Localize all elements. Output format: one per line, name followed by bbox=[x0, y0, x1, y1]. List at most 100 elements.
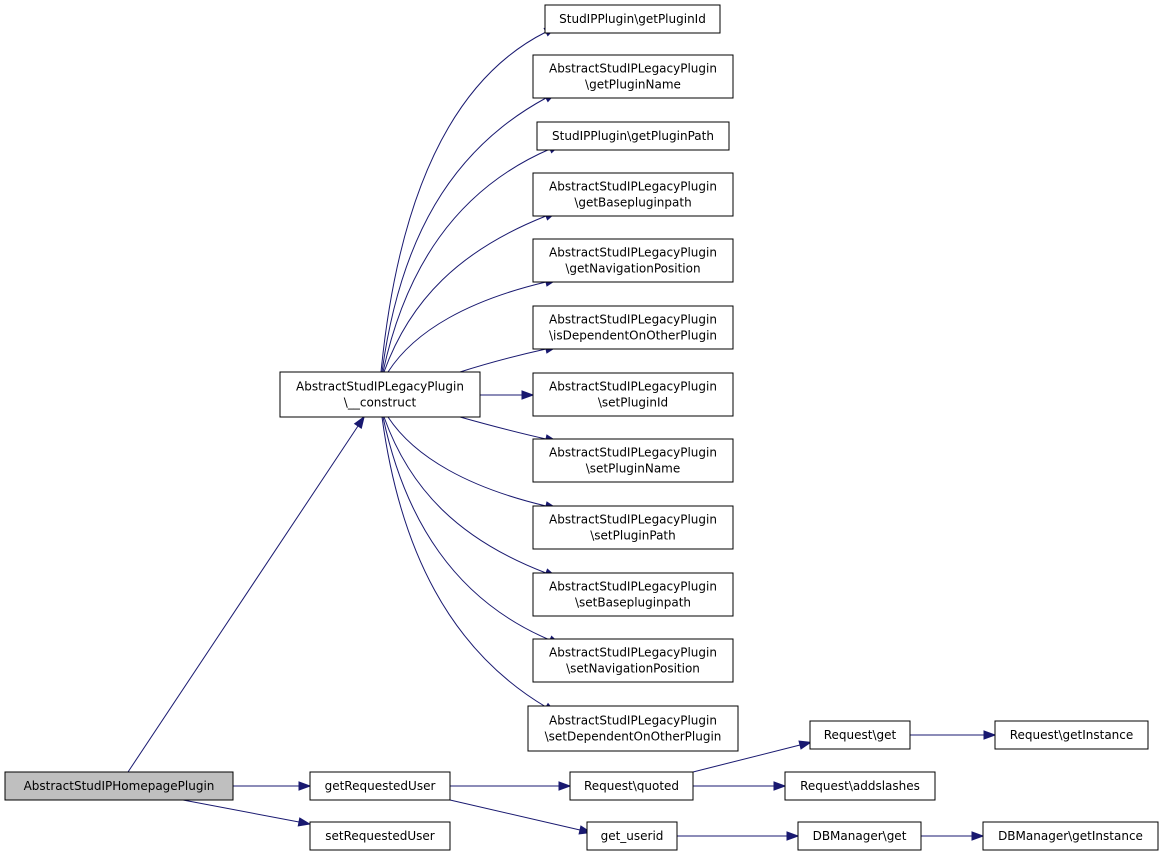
node-label: getRequestedUser bbox=[325, 779, 436, 793]
node-getPluginName[interactable]: AbstractStudIPLegacyPlugin \getPluginName bbox=[532, 54, 734, 99]
node-box[interactable] bbox=[532, 172, 734, 217]
edge-construct-to-setPluginPath bbox=[387, 416, 559, 511]
node-box[interactable] bbox=[309, 821, 451, 851]
node-dbManagerGet[interactable]: DBManager\get bbox=[797, 821, 922, 851]
node-isDependentOnOtherPlugin[interactable]: AbstractStudIPLegacyPlugin\isDependentOn… bbox=[532, 305, 734, 350]
node-box[interactable] bbox=[532, 572, 734, 617]
node-setPluginPath[interactable]: AbstractStudIPLegacyPlugin \setPluginPath bbox=[532, 505, 734, 550]
node-label: AbstractStudIPLegacyPlugin bbox=[549, 180, 717, 194]
edge-root-to-getRequestedUser bbox=[233, 781, 312, 791]
node-box[interactable] bbox=[532, 305, 734, 350]
node-box[interactable] bbox=[544, 4, 721, 34]
node-requestGet[interactable]: Request\get bbox=[809, 720, 911, 750]
node-label: \setBasepluginpath bbox=[575, 596, 691, 610]
node-setPluginId[interactable]: AbstractStudIPLegacyPlugin \setPluginId bbox=[532, 372, 734, 417]
node-label: \getNavigationPosition bbox=[565, 262, 700, 276]
node-getRequestedUser[interactable]: getRequestedUser bbox=[309, 771, 451, 801]
node-label: AbstractStudIPLegacyPlugin bbox=[549, 246, 717, 260]
node-box[interactable] bbox=[532, 238, 734, 283]
node-box[interactable] bbox=[527, 705, 739, 752]
node-box[interactable] bbox=[532, 54, 734, 99]
node-box[interactable] bbox=[797, 821, 922, 851]
node-label: \__construct bbox=[344, 396, 417, 410]
node-box[interactable] bbox=[532, 638, 734, 683]
edge-line bbox=[383, 416, 547, 574]
node-label: get_userid bbox=[601, 829, 664, 843]
node-box[interactable] bbox=[279, 371, 481, 418]
node-label: AbstractStudIPLegacyPlugin bbox=[549, 580, 717, 594]
node-label: Request\addslashes bbox=[800, 779, 920, 793]
node-box[interactable] bbox=[994, 720, 1149, 750]
node-label: DBManager\getInstance bbox=[998, 829, 1143, 843]
edge-arrowhead bbox=[297, 817, 312, 827]
edge-line bbox=[380, 31, 547, 373]
node-dbManagerGetInstance[interactable]: DBManager\getInstance bbox=[982, 821, 1159, 851]
node-requestQuoted[interactable]: Request\quoted bbox=[569, 771, 694, 801]
node-box[interactable] bbox=[4, 771, 234, 801]
node-label: \setPluginName bbox=[586, 462, 681, 476]
edge-line bbox=[692, 744, 801, 773]
node-requestAddslashes[interactable]: Request\addslashes bbox=[784, 771, 936, 801]
edge-line bbox=[382, 416, 551, 641]
node-box[interactable] bbox=[532, 505, 734, 550]
node-label: AbstractStudIPLegacyPlugin bbox=[549, 646, 717, 660]
node-label: Request\quoted bbox=[584, 779, 679, 793]
node-label: \setPluginId bbox=[598, 396, 668, 410]
node-box[interactable] bbox=[532, 372, 734, 417]
node-label: Request\getInstance bbox=[1010, 728, 1134, 742]
edge-arrowhead bbox=[298, 781, 312, 791]
node-label: AbstractStudIPLegacyPlugin bbox=[549, 513, 717, 527]
node-label: Request\get bbox=[824, 728, 897, 742]
node-box[interactable] bbox=[784, 771, 936, 801]
node-construct[interactable]: AbstractStudIPLegacyPlugin\__construct bbox=[279, 371, 481, 418]
node-setNavigationPosition[interactable]: AbstractStudIPLegacyPlugin\setNavigation… bbox=[532, 638, 734, 683]
node-getBasepluginpath[interactable]: AbstractStudIPLegacyPlugin \getBaseplugin… bbox=[532, 172, 734, 217]
node-setBasepluginpath[interactable]: AbstractStudIPLegacyPlugin \setBaseplugin… bbox=[532, 572, 734, 617]
node-label: setRequestedUser bbox=[325, 829, 435, 843]
edge-arrowhead bbox=[798, 740, 813, 750]
edge-line bbox=[381, 97, 547, 373]
node-label: DBManager\get bbox=[813, 829, 907, 843]
node-box[interactable] bbox=[809, 720, 911, 750]
node-label: AbstractStudIPLegacyPlugin bbox=[549, 62, 717, 76]
node-label: \setDependentOnOtherPlugin bbox=[545, 730, 722, 744]
edge-arrowhead bbox=[773, 781, 787, 791]
edge-arrowhead bbox=[521, 390, 535, 400]
node-label: \setPluginPath bbox=[590, 529, 675, 543]
node-getPluginId[interactable]: StudIPPlugin\getPluginId bbox=[544, 4, 721, 34]
node-getPluginPath[interactable]: StudIPPlugin\getPluginPath bbox=[536, 121, 730, 151]
edge-line bbox=[459, 416, 547, 440]
node-getNavigationPosition[interactable]: AbstractStudIPLegacyPlugin \getNavigation… bbox=[532, 238, 734, 283]
node-setPluginName[interactable]: AbstractStudIPLegacyPlugin \setPluginName bbox=[532, 438, 734, 483]
edge-requestGet-to-requestGetInstance bbox=[910, 730, 997, 740]
edge-construct-to-setDependentOnOtherPlugin bbox=[381, 416, 557, 714]
edge-line bbox=[387, 416, 547, 507]
node-box[interactable] bbox=[309, 771, 451, 801]
edge-line bbox=[387, 281, 547, 373]
edge-getUserid-to-dbManagerGet bbox=[677, 831, 800, 841]
node-box[interactable] bbox=[532, 438, 734, 483]
node-box[interactable] bbox=[586, 821, 678, 851]
edge-root-to-setRequestedUser bbox=[182, 799, 312, 827]
node-label: AbstractStudIPLegacyPlugin bbox=[549, 380, 717, 394]
node-box[interactable] bbox=[569, 771, 694, 801]
node-setRequestedUser[interactable]: setRequestedUser bbox=[309, 821, 451, 851]
node-box[interactable] bbox=[536, 121, 730, 151]
edge-arrowhead bbox=[786, 831, 800, 841]
node-label: \isDependentOnOtherPlugin bbox=[549, 329, 717, 343]
node-label: \getBasepluginpath bbox=[574, 196, 691, 210]
edge-getRequestedUser-to-requestQuoted bbox=[450, 781, 572, 791]
node-requestGetInstance[interactable]: Request\getInstance bbox=[994, 720, 1149, 750]
nodes-layer: AbstractStudIPHomepagePlugin AbstractStud… bbox=[4, 4, 1159, 851]
node-box[interactable] bbox=[982, 821, 1159, 851]
edge-line bbox=[381, 416, 547, 708]
edge-arrowhead bbox=[353, 415, 365, 430]
node-setDependentOnOtherPlugin[interactable]: AbstractStudIPLegacyPlugin\setDependentO… bbox=[527, 705, 739, 752]
edge-line bbox=[383, 215, 547, 373]
node-label: \getPluginName bbox=[585, 78, 681, 92]
node-label: AbstractStudIPLegacyPlugin bbox=[549, 446, 717, 460]
edge-getRequestedUser-to-getUserid bbox=[449, 799, 593, 835]
node-root[interactable]: AbstractStudIPHomepagePlugin bbox=[4, 771, 234, 801]
node-getUserid[interactable]: get_userid bbox=[586, 821, 678, 851]
edge-line bbox=[449, 799, 581, 831]
